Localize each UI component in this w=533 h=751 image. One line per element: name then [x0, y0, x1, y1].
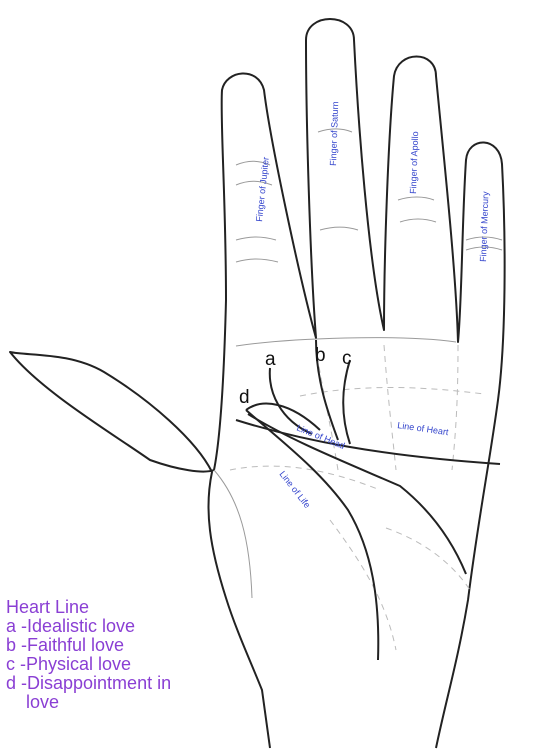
branch-label-c: c [342, 348, 352, 369]
branch-label-d: d [239, 387, 250, 408]
branch-label-a: a [265, 349, 276, 370]
heart-line [236, 420, 500, 464]
legend-item-d-cont: love [6, 693, 171, 712]
legend-item-b: b -Faithful love [6, 636, 171, 655]
branch-a [270, 368, 312, 434]
finger-label-mercury: Finger of Mercury [478, 191, 490, 262]
branch-label-b: b [315, 345, 326, 366]
finger-label-saturn: Finger of Saturn [328, 101, 340, 166]
finger-label-apollo: Finger of Apollo [408, 131, 420, 194]
legend-item-d: d -Disappointment in [6, 674, 171, 693]
mount-dividers [230, 345, 484, 650]
legend-item-c: c -Physical love [6, 655, 171, 674]
head-line [248, 414, 466, 574]
legend: Heart Line a -Idealistic love b -Faithfu… [6, 598, 171, 712]
line-label-life: Line of Life [277, 469, 312, 510]
legend-title: Heart Line [6, 598, 171, 617]
finger-label-jupiter: Finger of Jupiter [254, 156, 271, 222]
legend-item-a: a -Idealistic love [6, 617, 171, 636]
branch-c [343, 360, 350, 444]
line-label-heart: Line of Heart [397, 420, 450, 437]
